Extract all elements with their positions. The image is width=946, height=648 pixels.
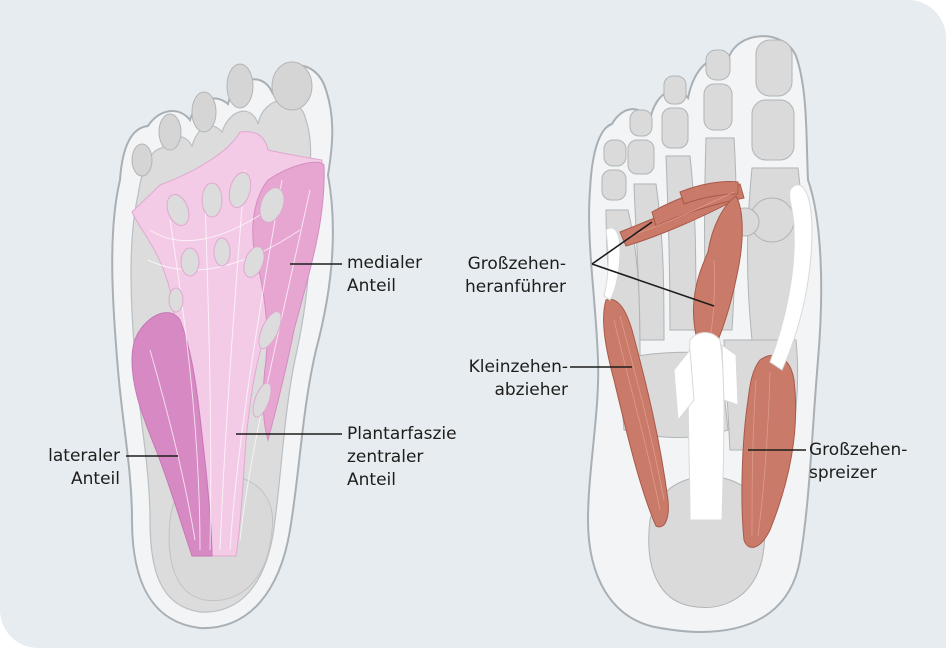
label-line: heranführer: [465, 276, 566, 299]
label-medialer-anteil: medialer Anteil: [347, 252, 422, 298]
label-line: abzieher: [469, 379, 568, 402]
label-line: Großzehen-: [465, 253, 566, 276]
label-line: medialer: [347, 252, 422, 275]
left-foot: [112, 62, 333, 628]
label-plantarfaszie: Plantarfaszie zentraler Anteil: [347, 423, 457, 492]
label-grosszehen-spreizer: Großzehen- spreizer: [809, 439, 907, 485]
label-line: Großzehen-: [809, 439, 907, 462]
label-line: zentraler: [347, 446, 457, 469]
label-line: Anteil: [48, 468, 120, 491]
label-line: lateraler: [48, 445, 120, 468]
label-line: Anteil: [347, 275, 422, 298]
label-line: Kleinzehen-: [469, 356, 568, 379]
right-foot: [588, 36, 821, 632]
label-grosszehen-heranfuehrer: Großzehen- heranführer: [465, 253, 566, 299]
label-lateraler-anteil: lateraler Anteil: [48, 445, 120, 491]
label-line: Anteil: [347, 469, 457, 492]
label-line: Plantarfaszie: [347, 423, 457, 446]
label-line: spreizer: [809, 462, 907, 485]
label-kleinzehen-abzieher: Kleinzehen- abzieher: [469, 356, 568, 402]
